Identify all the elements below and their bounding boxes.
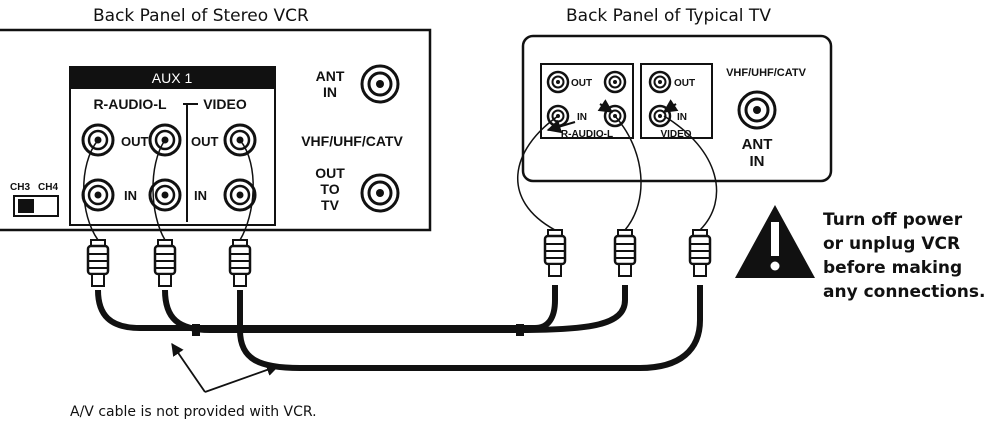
tv-ant-label-1: ANT bbox=[742, 136, 773, 153]
vcr-video-in-jack[interactable] bbox=[223, 178, 257, 212]
av-cables bbox=[83, 115, 718, 371]
tv-audio-r-plug bbox=[543, 228, 567, 278]
vcr-video-out-label: OUT bbox=[191, 134, 219, 149]
vcr-audio-l-plug bbox=[153, 238, 177, 288]
cable-callout-arrow-2 bbox=[204, 363, 280, 393]
warning-line-3: before making bbox=[823, 258, 962, 278]
warning-triangle-icon bbox=[735, 205, 815, 278]
vcr-out-to-tv-jack[interactable] bbox=[360, 173, 400, 213]
warning-line-4: any connections. bbox=[823, 282, 985, 302]
tv-ant-label-2: IN bbox=[750, 153, 765, 170]
tv-ant-in-jack[interactable] bbox=[737, 90, 777, 130]
vcr-audio-r-plug bbox=[86, 238, 110, 288]
tv-audio-label: R-AUDIO-L bbox=[561, 129, 613, 140]
vcr-ant-label-1: ANT bbox=[316, 68, 345, 84]
tv-video-out-jack[interactable] bbox=[648, 70, 672, 94]
vcr-vhf-label: VHF/UHF/CATV bbox=[301, 133, 403, 149]
vcr-in-label: IN bbox=[124, 188, 137, 203]
tv-back-panel: OUT IN R-AUDIO-L OUT IN VIDEO VHF/UHF/CA… bbox=[521, 34, 833, 183]
vcr-out-label: OUT bbox=[121, 134, 149, 149]
switch-knob[interactable] bbox=[18, 199, 34, 213]
vcr-audio-r-in-jack[interactable] bbox=[81, 178, 115, 212]
aux-header-bar bbox=[70, 67, 275, 89]
vcr-out-to-tv-3: TV bbox=[321, 197, 340, 213]
tv-video-label: VIDEO bbox=[660, 129, 691, 140]
ch3-label: CH3 bbox=[10, 182, 30, 193]
vcr-out-to-tv-2: TO bbox=[320, 181, 339, 197]
tv-video-in-label: IN bbox=[677, 112, 687, 123]
vcr-ant-in-jack[interactable] bbox=[360, 64, 400, 104]
tv-out-label: OUT bbox=[571, 78, 592, 89]
vcr-ant-label-2: IN bbox=[323, 84, 337, 100]
tv-vhf-label: VHF/UHF/CATV bbox=[726, 67, 807, 79]
tv-in-label: IN bbox=[577, 112, 587, 123]
cable-note: A/V cable is not provided with VCR. bbox=[70, 404, 317, 420]
tv-video-plug bbox=[688, 228, 712, 278]
vcr-video-in-label: IN bbox=[194, 188, 207, 203]
ch4-label: CH4 bbox=[38, 182, 58, 193]
tv-video-out-label: OUT bbox=[674, 78, 695, 89]
warning-line-1: Turn off power bbox=[823, 210, 963, 230]
tv-audio-r-out-jack[interactable] bbox=[546, 70, 570, 94]
tv-panel-title: Back Panel of Typical TV bbox=[566, 6, 771, 26]
tv-audio-l-out-jack[interactable] bbox=[603, 70, 627, 94]
vcr-video-plug bbox=[228, 238, 252, 288]
cable-callout-arrow-1 bbox=[171, 342, 206, 393]
vcr-audio-header: R-AUDIO-L bbox=[93, 96, 167, 112]
tv-audio-l-plug bbox=[613, 228, 637, 278]
vcr-back-panel: AUX 1 R-AUDIO-L VIDEO OUT OUT IN IN ANT … bbox=[0, 28, 432, 232]
warning-line-2: or unplug VCR bbox=[823, 234, 960, 254]
aux-header: AUX 1 bbox=[152, 70, 193, 86]
vcr-panel-title: Back Panel of Stereo VCR bbox=[93, 6, 309, 26]
vcr-video-header: VIDEO bbox=[203, 96, 247, 112]
vcr-out-to-tv-1: OUT bbox=[315, 165, 345, 181]
